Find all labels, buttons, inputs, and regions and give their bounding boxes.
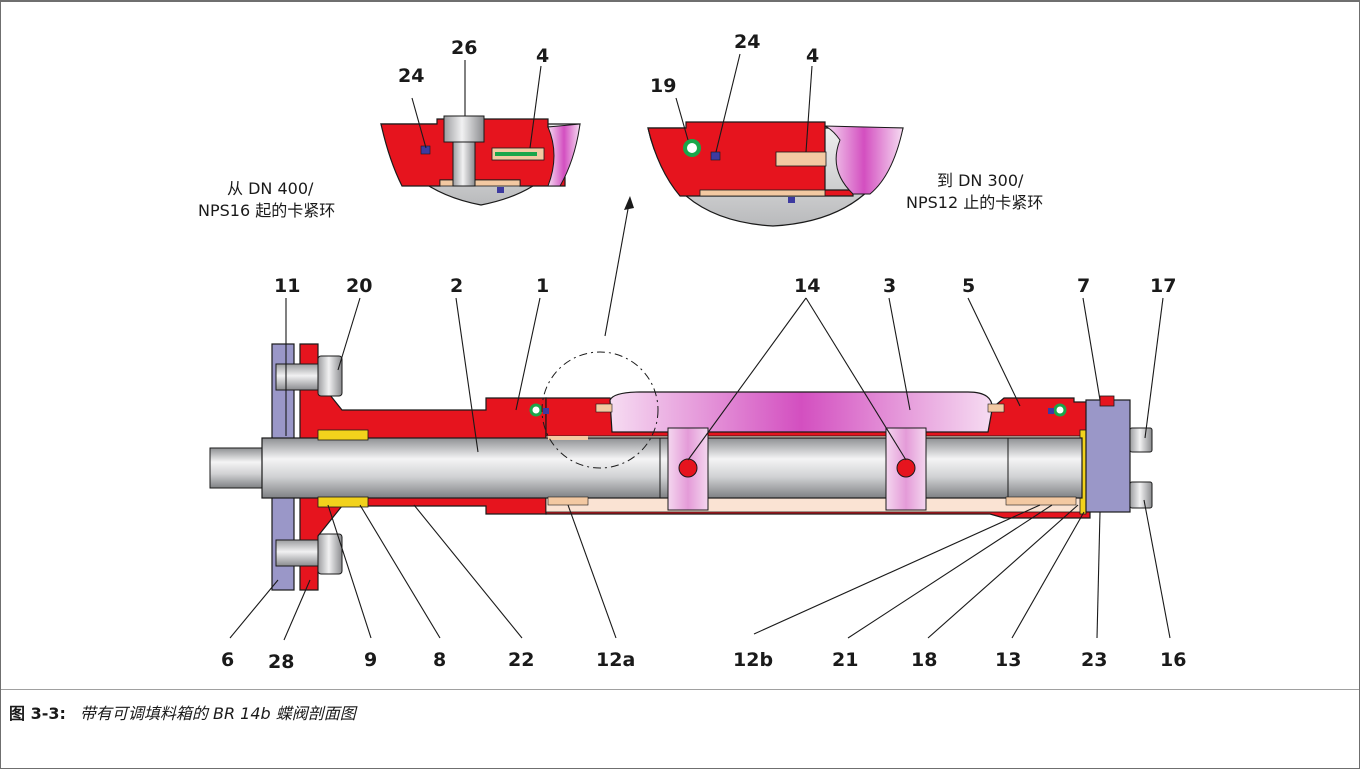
detail-right-label-19: 19: [650, 75, 676, 97]
note-right-line2: NPS12 止的卡紧环: [906, 193, 1043, 212]
leader-lines: [229, 297, 1171, 641]
taper-pin-right: [896, 458, 916, 478]
detail-left-pin-core: [495, 152, 537, 156]
label-18: 18: [911, 649, 937, 671]
label-14: 14: [794, 275, 820, 297]
part-labels: 11 20 2 1 14 3 5 7 17 6 28 9 8 22 12a 12…: [221, 275, 1186, 673]
main-section: [209, 343, 1153, 591]
label-12a: 12a: [596, 649, 635, 671]
label-21: 21: [832, 649, 858, 671]
detail-left-screw-shank: [452, 141, 476, 187]
caption-text: 带有可调填料箱的 BR 14b 蝶阀剖面图: [79, 704, 356, 723]
detail-left-label-4: 4: [536, 45, 549, 67]
detail-right-small-oring: [788, 197, 795, 203]
label-20: 20: [346, 275, 372, 297]
label-9: 9: [364, 649, 377, 671]
detail-marker-circle: [541, 351, 659, 469]
shaft-stub: [209, 447, 267, 489]
seal-left-blue: [543, 408, 549, 414]
label-8: 8: [433, 649, 446, 671]
nut-lower: [1129, 481, 1153, 509]
label-7: 7: [1077, 275, 1090, 297]
note-left-line2: NPS16 起的卡紧环: [198, 201, 335, 220]
seal-right-blue: [1048, 408, 1054, 414]
caption-number: 图 3-3:: [9, 704, 66, 723]
valve-disc: [609, 391, 993, 433]
label-16: 16: [1160, 649, 1186, 671]
label-11: 11: [274, 275, 300, 297]
label-3: 3: [883, 275, 896, 297]
bearing-right-bottom: [1005, 496, 1077, 506]
note-right-line1: 到 DN 300/: [937, 171, 1024, 190]
detail-left-label-24: 24: [398, 65, 424, 87]
taper-pin-left: [678, 458, 698, 478]
detail-right-oring-green: [683, 139, 701, 157]
detail-right: 19 24 4: [647, 31, 904, 227]
label-23: 23: [1081, 649, 1107, 671]
detail-left-label-26: 26: [451, 37, 477, 59]
label-17: 17: [1150, 275, 1176, 297]
label-2: 2: [450, 275, 463, 297]
figure-caption: 图 3-3: 带有可调填料箱的 BR 14b 蝶阀剖面图: [9, 700, 356, 724]
detail-right-label-4: 4: [806, 45, 819, 67]
valve-section-drawing: 24 26 4 19 24 4 从 DN 400/ NPS16 起的卡紧环 到 …: [198, 31, 1186, 673]
clamp-right-pin: [987, 403, 1005, 413]
label-6: 6: [221, 649, 234, 671]
upper-bolt-head: [317, 355, 343, 397]
detail-right-body: [647, 121, 854, 197]
bearing-left-bottom: [547, 496, 589, 506]
detail-left-disc-edge: [547, 123, 581, 187]
detail-left-screw-head: [443, 115, 485, 143]
oring-right: [1053, 403, 1067, 417]
detail-arrow-line: [604, 197, 631, 337]
cover-purple: [1085, 399, 1131, 513]
detail-right-pin: [775, 151, 827, 167]
packing-bottom: [317, 496, 369, 508]
lower-bolt-head: [317, 533, 343, 575]
label-12b: 12b: [733, 649, 773, 671]
packing-top: [317, 429, 369, 441]
detail-right-disc: [824, 125, 904, 195]
bearing-left-top: [548, 436, 588, 440]
detail-right-bearing: [699, 189, 826, 197]
label-28: 28: [268, 651, 294, 673]
nut-upper: [1129, 427, 1153, 453]
detail-left-small-oring: [497, 187, 504, 193]
label-13: 13: [995, 649, 1021, 671]
caption-divider: [1, 689, 1359, 690]
cover-red-strip: [1099, 395, 1115, 407]
label-5: 5: [962, 275, 975, 297]
detail-left-bearing: [439, 179, 521, 187]
detail-right-label-24: 24: [734, 31, 760, 53]
clamp-left-pin: [595, 403, 613, 413]
detail-right-oring-blue: [710, 151, 721, 161]
label-1: 1: [536, 275, 549, 297]
note-left-line1: 从 DN 400/: [227, 179, 314, 198]
detail-arrow-head: [624, 196, 634, 210]
oring-left: [529, 403, 543, 417]
label-22: 22: [508, 649, 534, 671]
detail-left: 24 26 4: [380, 37, 581, 206]
